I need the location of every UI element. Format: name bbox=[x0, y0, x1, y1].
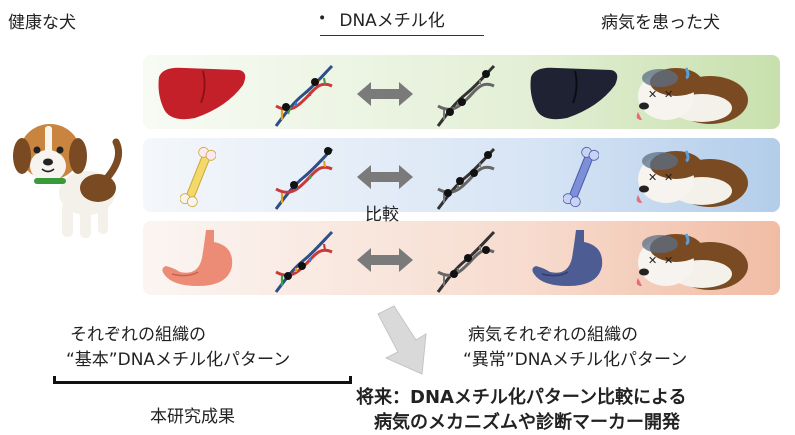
sick-stomach-dna-icon bbox=[430, 228, 500, 298]
healthy-liver-dna-icon bbox=[268, 62, 338, 132]
healthy-bone-icon bbox=[180, 146, 216, 208]
topic-title: DNAメチル化 bbox=[339, 11, 445, 31]
compare-double-arrow bbox=[357, 80, 413, 108]
right-caption-line2: “異常”DNAメチル化パターン bbox=[463, 350, 688, 370]
left-caption-line2: “基本”DNAメチル化パターン bbox=[66, 350, 291, 370]
diseased-stomach-icon bbox=[528, 228, 608, 290]
sick-bone-dna-icon bbox=[430, 145, 500, 215]
svg-text:✕: ✕ bbox=[648, 254, 657, 267]
title-underline bbox=[320, 35, 484, 36]
svg-text:✕: ✕ bbox=[648, 88, 657, 101]
sick-liver-dna-icon bbox=[430, 62, 500, 132]
healthy-stomach-icon bbox=[158, 228, 238, 290]
bullet: • bbox=[318, 10, 327, 27]
sick-dog-label: 病気を患った犬 bbox=[601, 13, 720, 33]
compare-double-arrow bbox=[357, 163, 413, 191]
future-line1: 将来：DNAメチル化パターン比較による bbox=[356, 387, 687, 408]
future-line2: 病気のメカニズムや診断マーカー開発 bbox=[374, 412, 680, 433]
sick-dog-bone-icon: ✕ ✕ bbox=[632, 145, 750, 211]
compare-double-arrow bbox=[357, 246, 413, 274]
healthy-dog-icon bbox=[12, 108, 127, 243]
svg-text:✕: ✕ bbox=[664, 254, 673, 267]
healthy-stomach-dna-icon bbox=[268, 228, 338, 298]
svg-text:✕: ✕ bbox=[664, 171, 673, 184]
topic-title-block: • DNAメチル化 bbox=[318, 6, 445, 32]
result-bracket bbox=[53, 376, 352, 384]
right-caption-line1: 病気それぞれの組織の bbox=[468, 325, 638, 345]
healthy-liver-icon bbox=[155, 63, 250, 125]
compare-label: 比較 bbox=[365, 205, 399, 225]
healthy-dog-label: 健康な犬 bbox=[8, 13, 76, 33]
diseased-liver-icon bbox=[527, 63, 622, 125]
svg-text:✕: ✕ bbox=[664, 88, 673, 101]
sick-dog-liver-icon: ✕ ✕ bbox=[632, 62, 750, 128]
sick-dog-stomach-icon: ✕ ✕ bbox=[632, 228, 750, 294]
svg-text:✕: ✕ bbox=[648, 171, 657, 184]
diseased-bone-icon bbox=[563, 146, 599, 208]
future-arrow-icon bbox=[374, 304, 430, 376]
healthy-bone-dna-icon bbox=[268, 145, 338, 215]
left-caption-line1: それぞれの組織の bbox=[70, 325, 206, 345]
bracket-label: 本研究成果 bbox=[150, 407, 235, 427]
